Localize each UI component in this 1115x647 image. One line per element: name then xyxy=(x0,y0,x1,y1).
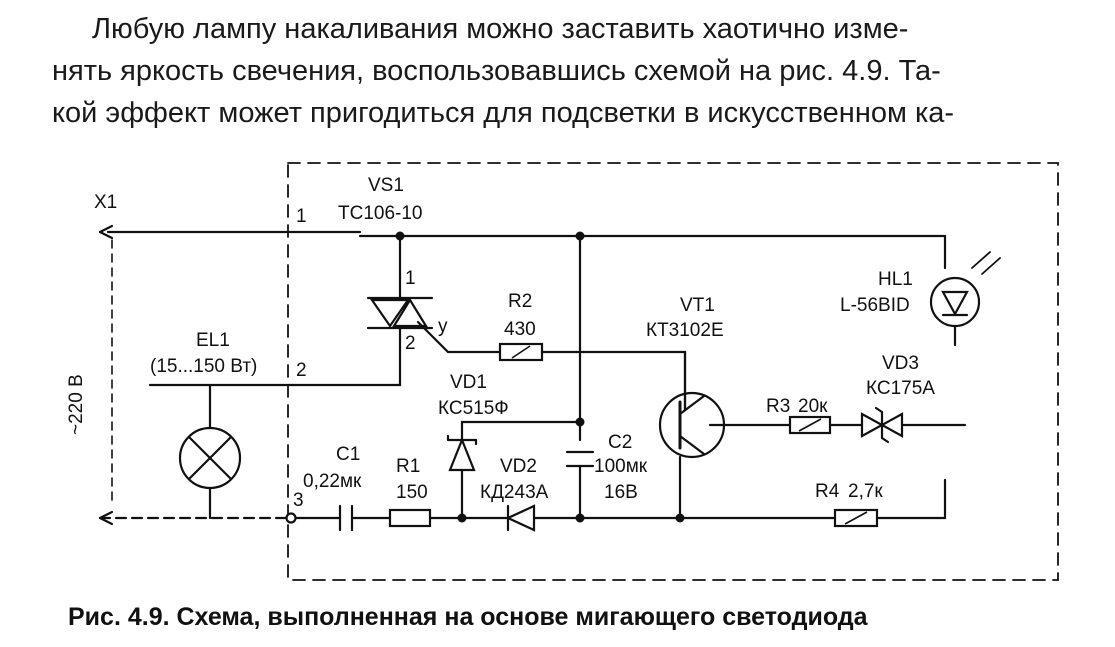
wire-thyristor-bottom xyxy=(290,326,402,387)
thyristor-plates xyxy=(366,296,434,330)
wire-r4-right xyxy=(875,478,947,520)
label-r2: R2 xyxy=(508,291,532,312)
label-r3-value: 20к xyxy=(798,396,828,417)
label-vs1-pin1: 1 xyxy=(405,268,416,289)
label-c1-value: 0,22мк xyxy=(303,471,362,492)
label-x1: X1 xyxy=(94,192,117,213)
label-voltage: ~220 В xyxy=(66,374,87,435)
thyristor-triangles xyxy=(369,297,428,328)
diode-vd2-triangle xyxy=(505,504,536,532)
wire-r2-to-base xyxy=(540,350,687,412)
label-vs1: VS1 xyxy=(368,175,404,196)
label-r1-value: 150 xyxy=(396,482,428,503)
resistor-r1 xyxy=(388,508,432,528)
led-triangle xyxy=(941,290,969,317)
capacitor-c2-plates xyxy=(565,450,595,468)
label-pin-3: 3 xyxy=(293,490,304,511)
label-hl1: HL1 xyxy=(878,269,913,290)
label-vs1-gate: у xyxy=(438,316,448,337)
paragraph-line: кой эффект может пригодиться для подсвет… xyxy=(52,97,955,129)
junction-dots xyxy=(395,231,685,523)
label-r2-value: 430 xyxy=(504,319,536,340)
label-c2: С2 xyxy=(608,432,632,453)
label-vd3: VD3 xyxy=(882,353,919,374)
led-hl1 xyxy=(929,276,981,328)
wire-vd1-top xyxy=(460,420,582,427)
label-pin-2: 2 xyxy=(296,360,307,381)
zener-vd3-bar xyxy=(874,406,890,444)
label-r4-value: 2,7к xyxy=(848,481,883,502)
wire-top-bus xyxy=(358,234,947,270)
wire-gate xyxy=(416,320,502,354)
label-c2-voltage: 16В xyxy=(604,482,638,503)
figure-caption: Рис. 4.9. Схема, выполненная на основе м… xyxy=(68,603,868,631)
label-r4: R4 xyxy=(815,481,840,502)
label-el1-rating: (15...150 Вт) xyxy=(150,356,257,377)
label-vs1-part: ТС106-10 xyxy=(338,203,423,224)
label-pin-1: 1 xyxy=(296,206,307,227)
label-c1: С1 xyxy=(336,444,360,465)
label-vd1: VD1 xyxy=(450,372,487,393)
arrow-x1-top xyxy=(98,224,114,240)
paragraph-line: нять яркость свечения, воспользовавшись … xyxy=(52,55,941,87)
resistor-slashes xyxy=(511,345,868,525)
arrow-x1-bottom xyxy=(98,510,114,526)
label-vd2-part: КД243А xyxy=(480,482,549,503)
label-vd1-part: КС515Ф xyxy=(438,398,509,419)
label-vd2: VD2 xyxy=(500,456,537,477)
label-hl1-part: L-56BID xyxy=(840,295,910,316)
intro-paragraph: Любую лампу накаливания можно заставить … xyxy=(52,8,1092,134)
transistor-legs xyxy=(678,394,706,456)
paragraph-line: Любую лампу накаливания можно заставить … xyxy=(92,13,909,45)
label-vt1-part: КТ3102Е xyxy=(646,320,724,341)
label-vt1: VT1 xyxy=(680,295,715,316)
led-emission-rays xyxy=(971,251,1001,275)
zener-vd1-triangle xyxy=(448,437,476,472)
label-c2-value: 100мк xyxy=(594,456,648,477)
capacitor-c1-plates xyxy=(338,504,354,532)
label-vd3-part: КС175А xyxy=(866,378,935,399)
lamp-el1 xyxy=(178,426,242,490)
label-vs1-pin2: 2 xyxy=(405,333,416,354)
circuit-schematic: X1 VS1 ТС106-10 1 2 3 1 2 у EL1 (15...15… xyxy=(66,162,1059,581)
pin-3-terminal xyxy=(285,512,297,524)
lamp-cross xyxy=(187,435,233,481)
module-boundary xyxy=(287,162,1059,581)
label-el1: EL1 xyxy=(196,330,230,351)
label-r3: R3 xyxy=(766,396,790,417)
label-r1: R1 xyxy=(396,456,420,477)
